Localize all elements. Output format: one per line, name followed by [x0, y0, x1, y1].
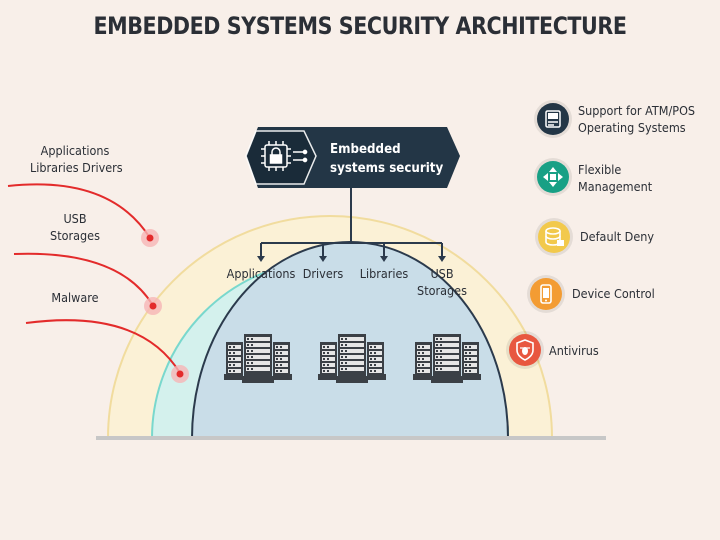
network-arrows-icon: [537, 161, 569, 193]
threat-impact-3: [171, 365, 189, 383]
server-rack-icon: [318, 334, 386, 383]
threat-arc-1: [7, 183, 151, 239]
component-label-1: Applications: [226, 266, 296, 281]
threat-impact-2: [144, 297, 162, 315]
threat-arc-3: [25, 319, 181, 374]
shield-bug-icon: [509, 334, 541, 366]
database-lock-icon: [538, 221, 570, 253]
page-title: EMBEDDED SYSTEMS SECURITY ARCHITECTURE: [93, 12, 627, 40]
mobile-device-icon: [530, 278, 562, 310]
server-rack-icon: [413, 334, 481, 383]
atm-screen-icon: [537, 103, 569, 135]
threat-label-3: Malware: [51, 290, 99, 305]
threat-label-1: Applications Libraries Drivers: [30, 143, 123, 175]
component-label-3: Libraries: [359, 266, 409, 281]
component-label-4: USB Storages: [417, 266, 467, 298]
chip-lock-icon: [261, 141, 308, 171]
core-label: Embedded systems security: [330, 141, 444, 176]
threat-arc-2: [13, 252, 153, 305]
threat-impact-1: [141, 229, 159, 247]
ground-line: [96, 436, 606, 440]
server-rack-icon: [224, 334, 292, 383]
threat-label-2: USB Storages: [50, 211, 100, 243]
component-connector: [260, 186, 443, 258]
component-label-2: Drivers: [302, 266, 344, 281]
